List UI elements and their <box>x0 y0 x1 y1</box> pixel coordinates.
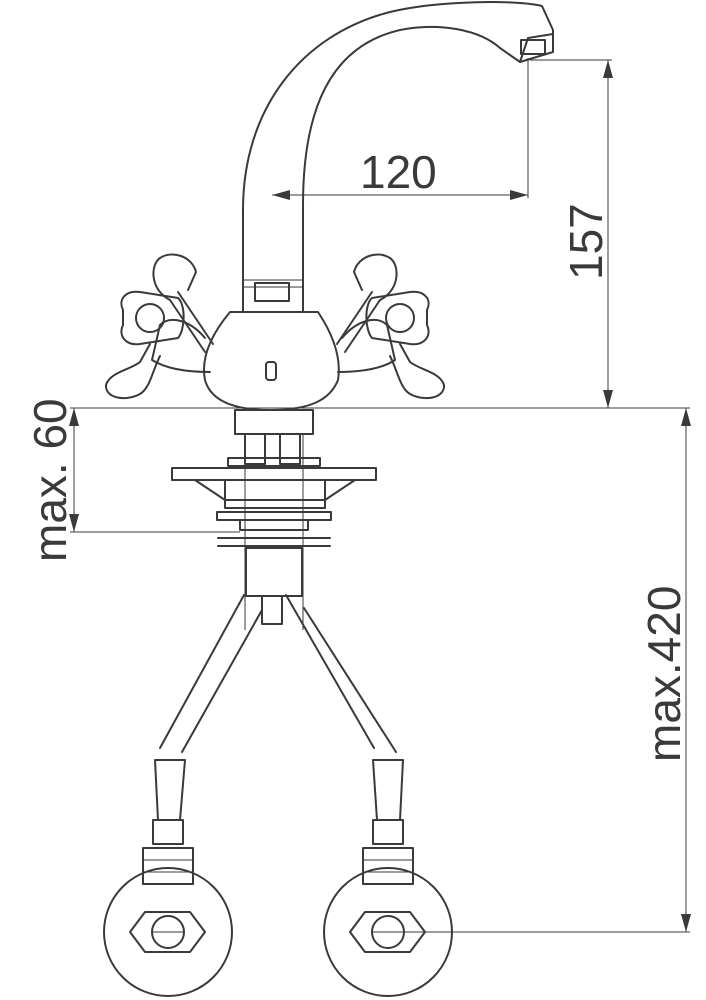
dimension-spout-reach: 120 <box>272 58 529 200</box>
faucet-body <box>151 311 396 435</box>
spout <box>242 1 554 313</box>
left-wall-valve <box>103 867 233 997</box>
right-handle <box>336 253 446 400</box>
left-handle <box>104 253 214 400</box>
total-length-label: max.420 <box>638 586 690 762</box>
spout-reach-label: 120 <box>360 146 437 198</box>
dimension-deck-thickness: max. 60 <box>24 398 79 562</box>
spout-height-label: 157 <box>560 203 612 280</box>
right-hose <box>285 594 414 885</box>
deck-thickness-label: max. 60 <box>24 398 76 562</box>
left-hose <box>142 594 263 885</box>
dimension-reference-lines <box>70 407 690 933</box>
dimension-spout-height: 157 <box>530 59 613 408</box>
dimension-total-length: max.420 <box>638 408 691 932</box>
